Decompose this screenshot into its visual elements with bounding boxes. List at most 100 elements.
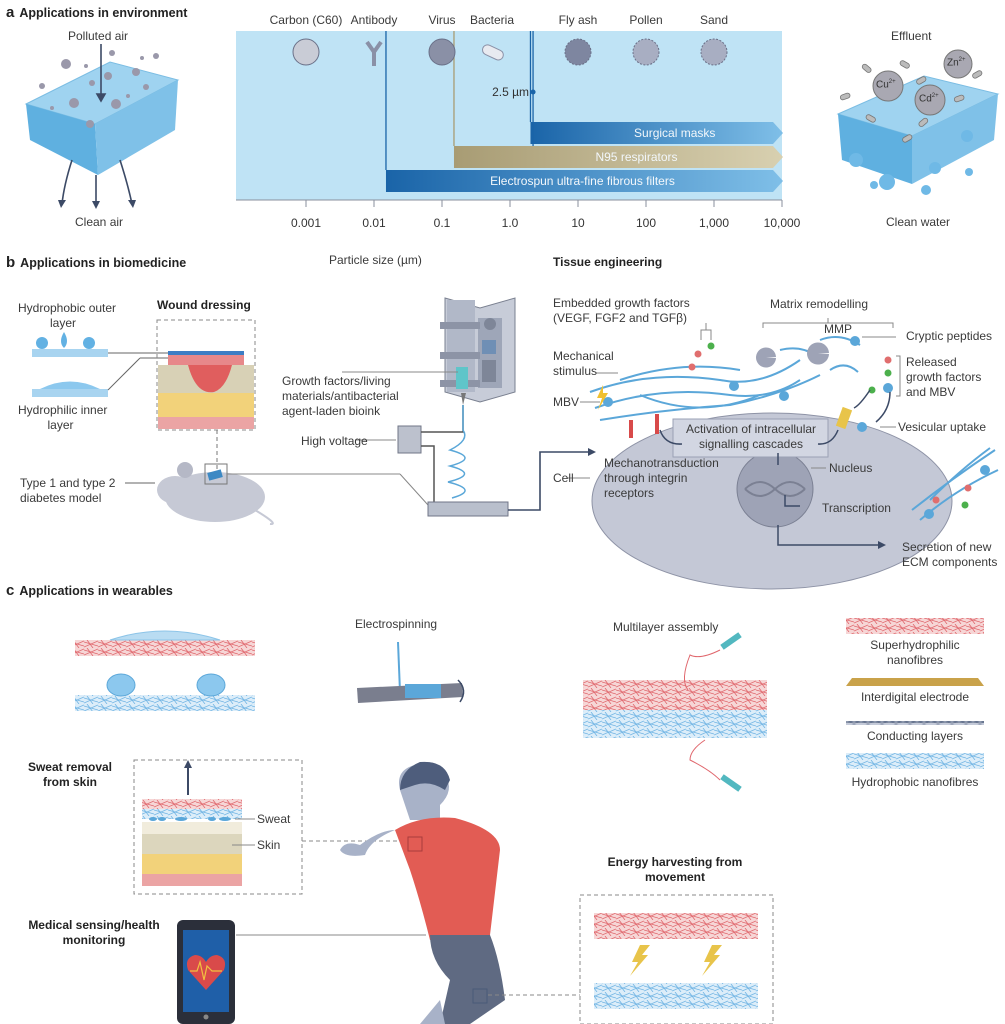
integrin-receptors (629, 414, 659, 438)
particle-category-label: Fly ash (559, 13, 598, 27)
wound-dressing-label: Wound dressing (157, 298, 251, 312)
skin-label: Skin (257, 838, 281, 852)
panel-title-text: Applications in environment (19, 6, 188, 20)
x-tick-label: 1.0 (502, 216, 519, 230)
high-voltage-label: High voltage (301, 434, 368, 448)
panel-letter: b (6, 254, 16, 271)
x-tick-label: 100 (636, 216, 656, 230)
sweat-removal-diagram (133, 759, 405, 895)
ecm-fibres-secreted (911, 447, 999, 521)
x-tick-label: 1,000 (699, 216, 729, 230)
high-voltage-unit (356, 405, 596, 517)
panel-b-title: b Applications in biomedicine (6, 254, 186, 271)
ecm-fibres (589, 335, 861, 421)
chart-x-axis-label: Particle size (µm) (329, 253, 422, 267)
energy-harvesting-diagram (579, 894, 774, 1024)
particle-category-label: Antibody (351, 13, 398, 27)
sand-icon (700, 38, 728, 66)
runner-figure (236, 761, 580, 1024)
ion-zn-label: Zn2+ (947, 57, 966, 69)
x-tick-label: 0.01 (362, 216, 386, 230)
mmp-enzymes (756, 342, 829, 368)
clean-air-label: Clean air (75, 215, 124, 229)
particle-category-label: Virus (428, 13, 455, 27)
legend-swatch-electrode (846, 678, 984, 686)
band-label: Electrospun ultra-fine fibrous filters (490, 174, 675, 188)
bacteria-icon (481, 44, 504, 61)
antibody-icon (365, 40, 383, 66)
effluent-label: Effluent (891, 29, 932, 43)
mmp-label: MMP (824, 322, 852, 336)
x-tick-label: 0.1 (434, 216, 451, 230)
carbon-c60-icon (292, 38, 320, 66)
multilayer-assembly-diagram (583, 632, 767, 792)
cryptic-peptides-label: Cryptic peptides (906, 329, 993, 343)
embedded-growth-factors-label: Embedded growth factors(VEGF, FGF2 and T… (553, 296, 690, 325)
virus-icon (428, 38, 456, 66)
electrospinning-label: Electrospinning (355, 617, 438, 631)
lightning-icon (702, 945, 722, 976)
panel-letter: a (6, 4, 15, 21)
band-label: N95 respirators (595, 150, 677, 164)
transcription-label: Transcription (822, 501, 891, 515)
band-surgical-masks (530, 122, 783, 144)
legend-swatch-conducting (846, 721, 984, 725)
ion-cd-label: Cd2+ (919, 93, 939, 105)
panel-a-title: a Applications in environment (6, 4, 187, 21)
particle-category-label: Bacteria (470, 13, 514, 27)
polluted-air-label: Polluted air (68, 29, 129, 43)
receptor-channel (835, 406, 853, 430)
smartphone-device (177, 920, 235, 1024)
fly-ash-icon (564, 38, 592, 66)
marker-dot (530, 89, 536, 95)
sweat-label: Sweat (257, 812, 291, 826)
superhydrophilic-wetting-diagram (75, 630, 255, 656)
panel-letter: c (6, 582, 15, 599)
tissue-engineering-title: Tissue engineering (553, 255, 663, 269)
particle-category-label: Pollen (629, 13, 662, 27)
hydrophobic-layer-diagram (32, 332, 170, 357)
panel-title-text: Applications in biomedicine (20, 256, 187, 270)
band-electrospun-ultra-fine-fibrous-filters (385, 170, 783, 192)
ion-cu-label: Cu2+ (876, 79, 896, 91)
multilayer-assembly-label: Multilayer assembly (613, 620, 719, 634)
legend-hydrophobic-label: Hydrophobic nanofibres (851, 775, 979, 789)
x-tick-label: 10,000 (764, 216, 801, 230)
electrospinning-collector (357, 641, 465, 703)
band-n95-respirators (453, 146, 783, 168)
mbv-label: MBV (553, 395, 580, 409)
leader-lines-b (567, 318, 901, 479)
band-label: Surgical masks (634, 126, 715, 140)
marker-label: 2.5 µm (492, 85, 529, 99)
clean-water-label: Clean water (886, 215, 951, 229)
pollen-icon (632, 38, 660, 66)
wound-dressing-diagram (156, 319, 256, 470)
panel-title-text: Applications in wearables (19, 584, 173, 598)
legend-interdigital-electrode-label: Interdigital electrode (860, 690, 970, 704)
panel-c-title: c Applications in wearables (6, 582, 173, 599)
legend-conducting-layers-label: Conducting layers (866, 729, 964, 743)
legend-swatch-superhydrophilic (846, 618, 984, 634)
lightning-icon (630, 945, 650, 976)
nucleus-label: Nucleus (829, 461, 873, 475)
hydrophilic-layer-diagram (32, 357, 170, 397)
lightning-stimulus-icon (597, 385, 608, 410)
legend-swatch-hydrophobic (846, 753, 984, 769)
vesicular-uptake-label: Vesicular uptake (898, 420, 987, 434)
hydrophobic-wetting-diagram (75, 673, 255, 711)
x-tick-label: 10 (571, 216, 585, 230)
